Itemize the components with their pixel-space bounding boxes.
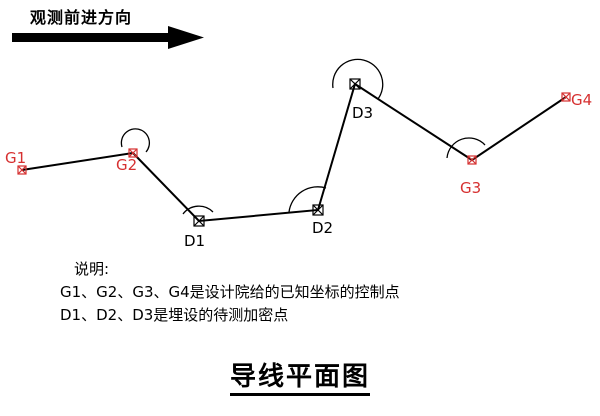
direction-label: 观测前进方向 (30, 8, 133, 27)
angle-arc-d2 (288, 186, 327, 213)
station-marker-d2 (312, 204, 324, 216)
legend-note: 说明: G1、G2、G3、G4是设计院给的已知坐标的控制点 D1、D2、D3是埋… (60, 258, 400, 327)
legend-line-control-points: G1、G2、G3、G4是设计院给的已知坐标的控制点 (60, 283, 400, 301)
angle-arc-d1 (182, 205, 214, 215)
point-label-d2: D2 (312, 219, 333, 237)
point-label-g4: G4 (571, 91, 592, 109)
point-label-g1: G1 (5, 149, 26, 167)
figure-title: 导线平面图 (0, 356, 600, 396)
legend-line-densification-points: D1、D2、D3是埋设的待测加密点 (60, 306, 289, 324)
station-marker-g3 (467, 155, 477, 165)
legend-title: 说明: (74, 260, 110, 278)
point-label-d1: D1 (184, 232, 205, 250)
station-marker-d1 (193, 215, 205, 227)
figure-title-text: 导线平面图 (229, 362, 370, 396)
point-label-g3: G3 (460, 179, 481, 197)
station-marker-g1 (17, 165, 27, 175)
station-marker-d3 (349, 78, 361, 90)
angle-arc-g2 (120, 128, 151, 153)
point-label-d3: D3 (352, 104, 373, 122)
angle-arc-g3 (446, 137, 486, 159)
traverse-route-line (21, 82, 567, 223)
angle-arc-d3 (332, 58, 384, 100)
station-marker-g2 (128, 148, 138, 158)
point-label-g2: G2 (116, 156, 137, 174)
direction-arrow-icon (12, 26, 204, 49)
station-marker-g4 (561, 92, 571, 102)
